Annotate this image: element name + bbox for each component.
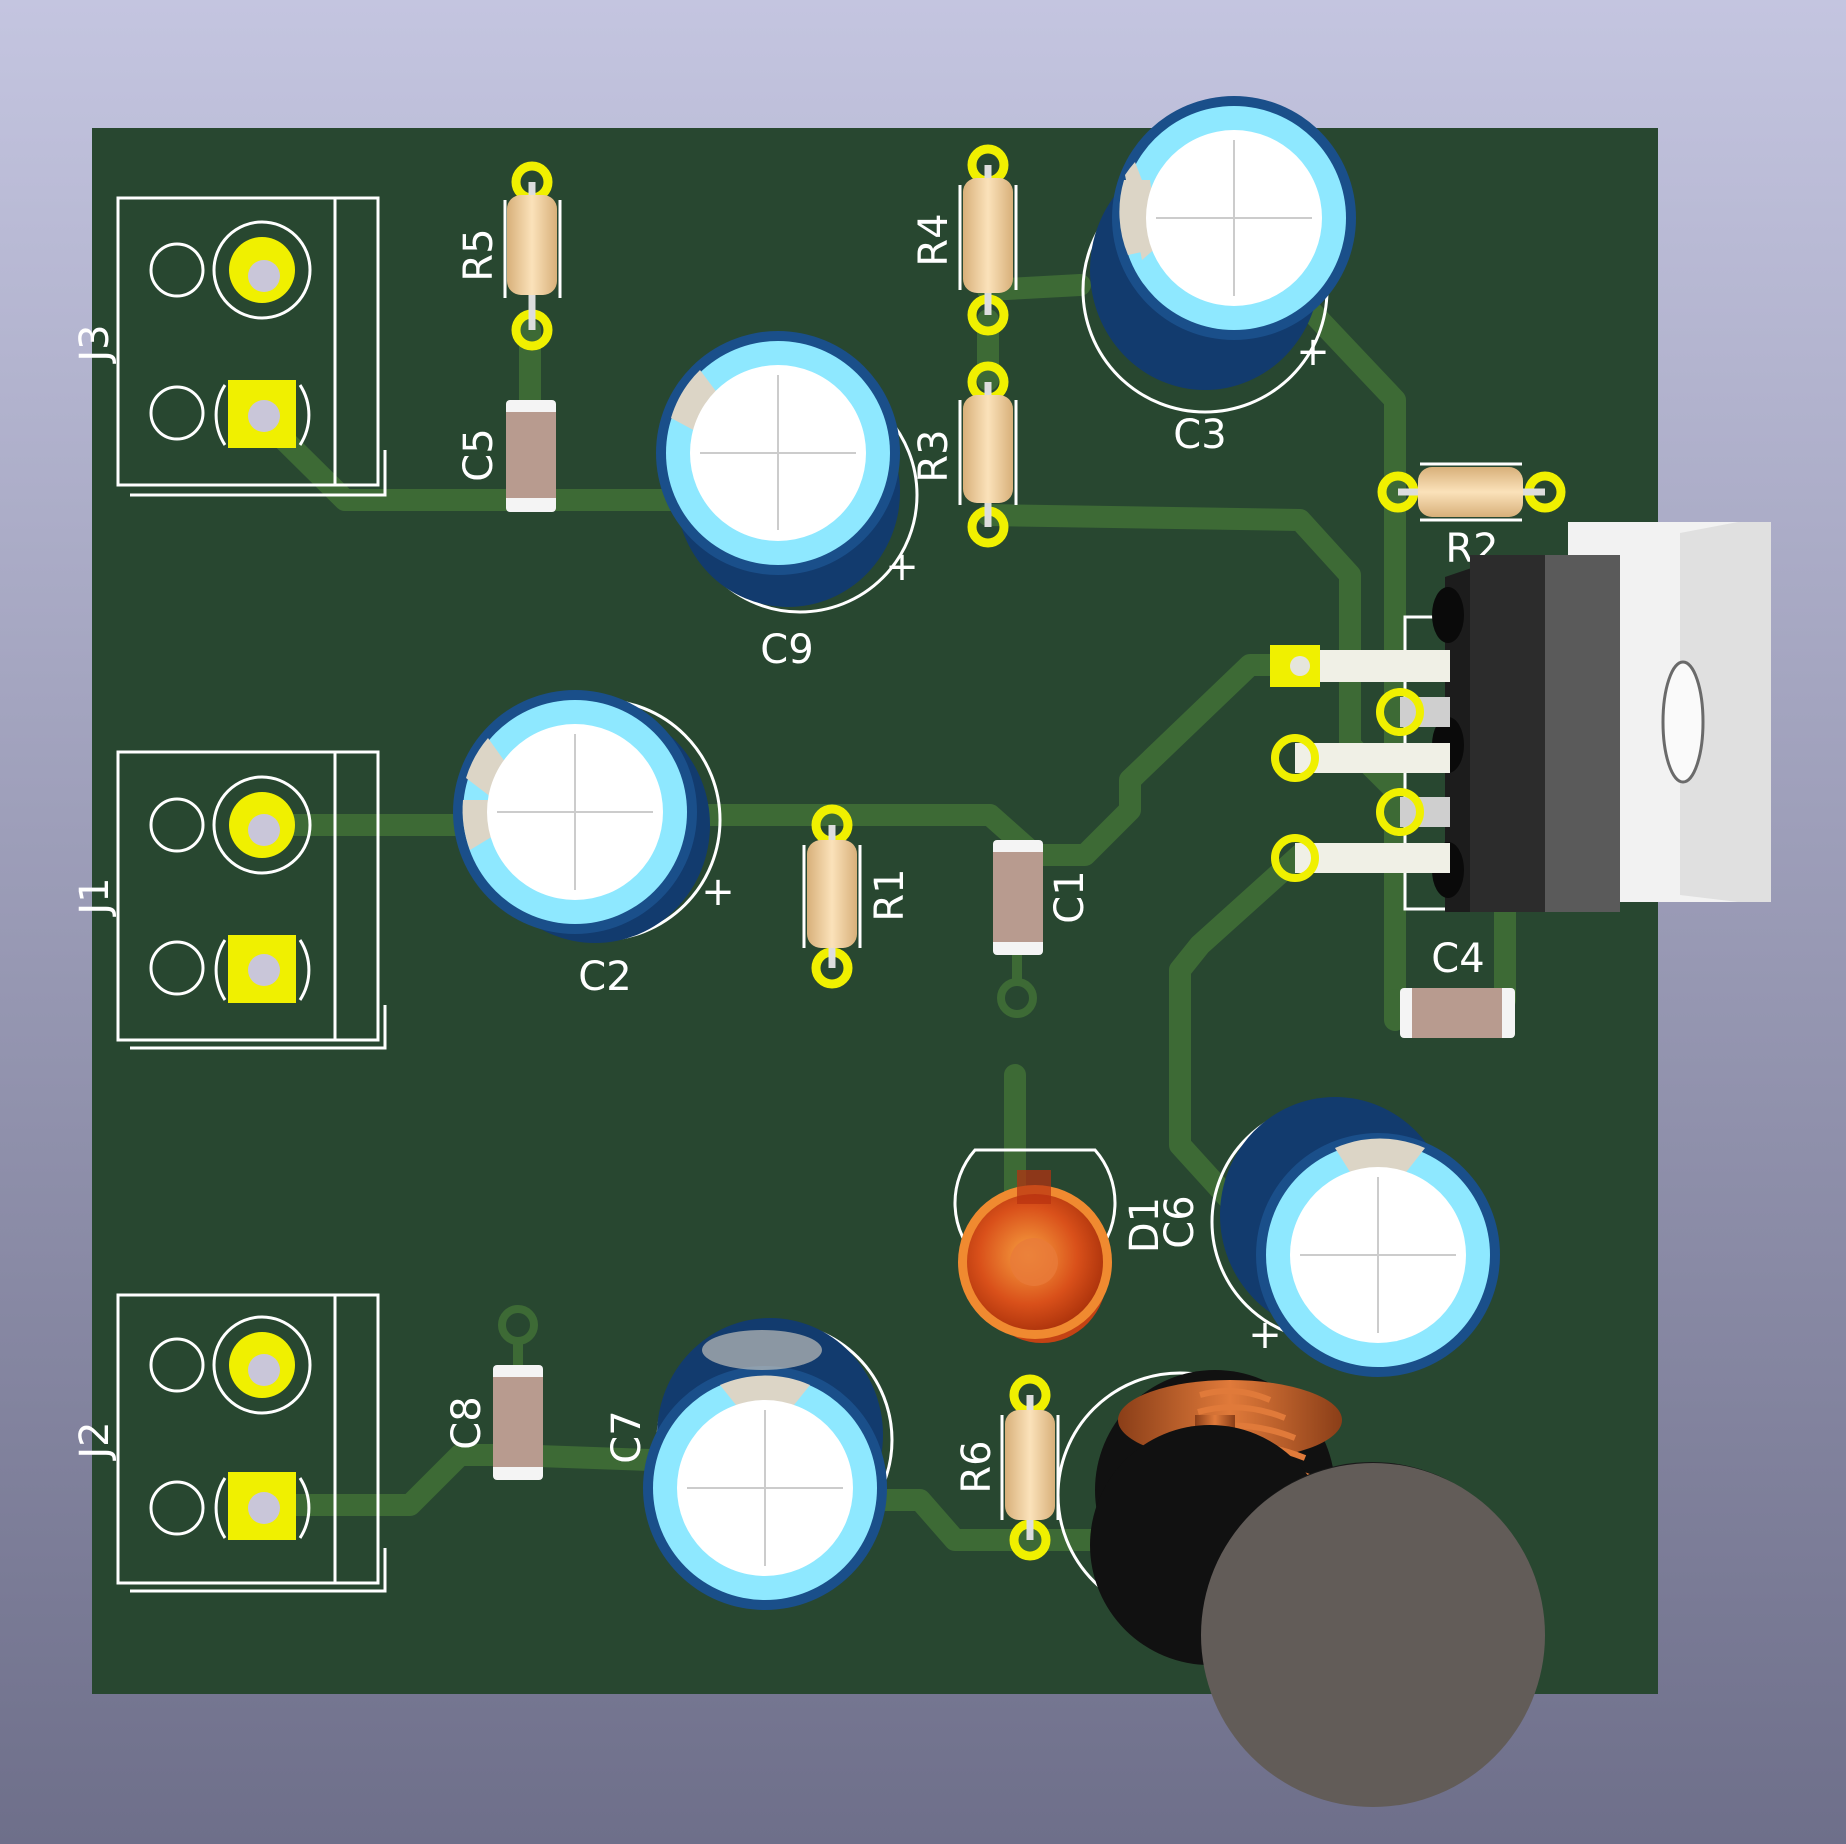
terminal-block-j2: J2 [72, 1293, 387, 1593]
resistor-r1: R1 [802, 804, 913, 989]
resistor-r5: R5 [456, 161, 562, 351]
ref-c3: C3 [1173, 412, 1226, 458]
smd-capacitor-c1: C1 [993, 840, 1093, 1018]
inductor-l1 [1056, 1370, 1545, 1807]
led-d1: D1 [953, 1148, 1168, 1343]
ref-r5: R5 [456, 228, 502, 281]
resistor-r3: R3 [911, 361, 1018, 548]
ref-c2: C2 [578, 954, 631, 1000]
electrolytic-capacitor-c9: + C9 [656, 331, 919, 673]
ref-j1: J1 [72, 877, 118, 917]
smd-capacitor-c5: C5 [456, 400, 556, 512]
electrolytic-capacitor-c7: C7 [604, 1318, 894, 1610]
ref-c8: C8 [444, 1396, 490, 1449]
ref-j3: J3 [72, 324, 118, 364]
ref-c7: C7 [604, 1410, 650, 1463]
plus-c2: + [701, 869, 735, 915]
voltage-regulator-u1 [1270, 522, 1771, 912]
ref-c5: C5 [456, 428, 502, 481]
smd-capacitor-c8: C8 [444, 1305, 543, 1480]
ref-r4: R4 [911, 213, 957, 266]
electrolytic-capacitor-c6: + C6 [1157, 1097, 1500, 1377]
terminal-block-j3: J3 [72, 196, 387, 497]
ref-r1: R1 [867, 868, 913, 921]
smd-capacitor-c4: C4 [1400, 936, 1515, 1038]
ref-r3: R3 [911, 429, 957, 482]
resistor-r6: R6 [954, 1374, 1060, 1561]
resistor-r4: R4 [911, 144, 1018, 336]
ref-c9: C9 [760, 627, 813, 673]
plus-c6: + [1248, 1312, 1282, 1358]
electrolytic-capacitor-c2: + C2 [453, 690, 735, 1000]
plus-c3: + [1296, 329, 1330, 375]
terminal-block-j1: J1 [72, 750, 387, 1050]
ref-d1: D1 [1122, 1197, 1168, 1253]
ref-c1: C1 [1047, 870, 1093, 923]
ref-j2: J2 [72, 1421, 118, 1461]
ref-c4: C4 [1431, 936, 1484, 982]
ref-c6: C6 [1157, 1195, 1203, 1248]
ref-r6: R6 [954, 1440, 1000, 1493]
electrolytic-capacitor-c3: + C3 [1081, 96, 1356, 458]
plus-c9: + [885, 544, 919, 590]
